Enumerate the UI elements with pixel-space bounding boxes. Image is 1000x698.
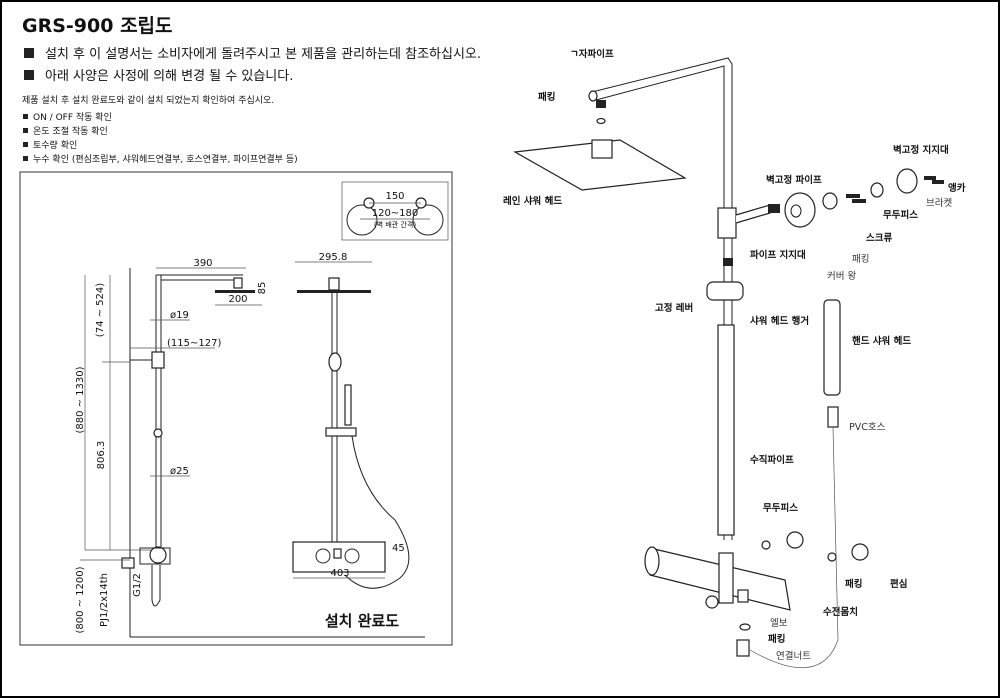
label-packing-eccentric: 패킹 <box>845 578 862 590</box>
label-screw: 스크류 <box>866 233 892 244</box>
dim-outlet: PJ1/2x14th <box>99 573 110 627</box>
installed-view-title: 설치 완료도 <box>325 612 399 630</box>
dim-front-body-height: 45 <box>392 543 405 554</box>
dim-spacing: 150 <box>385 191 404 202</box>
exploded-view <box>513 57 944 669</box>
dim-lower-dia: ø25 <box>170 466 189 477</box>
label-elbow: 엘보 <box>770 618 788 629</box>
label-packing-mid: 패킹 <box>852 253 869 265</box>
label-faucet-body: 수전몸치 <box>823 606 858 618</box>
label-vertical-pipe: 수직파이프 <box>750 454 794 466</box>
bullet-icon <box>24 48 34 58</box>
label-wall-bracket-support: 벽고정 지지대 <box>893 144 949 156</box>
label-fix-lever: 고정 레버 <box>655 302 693 314</box>
check-item: ON / OFF 작동 확인 <box>33 111 112 123</box>
dim-arm-length: 390 <box>193 258 212 269</box>
label-rain-head: 레인 샤워 헤드 <box>503 195 562 207</box>
check-intro: 제품 설치 후 설치 완료도와 같이 설치 되었는지 확인하여 주십시오. <box>22 94 274 106</box>
label-connect-nut: 연결너트 <box>776 651 811 662</box>
bullet-icon <box>24 70 34 80</box>
label-headless-screw-bottom: 무두피스 <box>763 502 798 514</box>
inset-box <box>341 181 449 241</box>
check-item: 토수량 확인 <box>33 139 77 151</box>
part-labels: ㄱ자파이프 패킹 레인 샤워 헤드 벽고정 파이프 벽고정 지지대 앵카 브라켓… <box>503 48 966 662</box>
dim-total-height: (880 ~ 1330) <box>75 366 86 433</box>
dim-front-body-width: 403 <box>330 568 349 579</box>
page-title: GRS-900 조립도 <box>22 15 173 37</box>
dim-floor-height: (800 ~ 1200) <box>75 566 86 633</box>
label-headless-screw-top: 무두피스 <box>883 209 918 221</box>
label-wall-pipe: 벽고정 파이프 <box>766 174 822 186</box>
dim-body-height: 806.3 <box>96 441 107 470</box>
note-2: 아래 사양은 사정에 의해 변경 될 수 있습니다. <box>45 69 293 84</box>
dim-wall-offset: (115~127) <box>167 338 221 349</box>
label-anchor: 앵카 <box>948 182 966 194</box>
dim-range-note: (벽 배관 간격) <box>374 220 416 229</box>
note-1: 설치 후 이 설명서는 소비자에게 돌려주시고 본 제품을 관리하는데 참조하십… <box>45 47 481 62</box>
label-pvc-hose: PVC호스 <box>849 422 886 433</box>
label-packing-bottom: 패킹 <box>768 633 785 645</box>
label-hand-shower: 핸드 샤워 헤드 <box>852 335 911 347</box>
dim-upper-dia: ø19 <box>170 310 189 321</box>
dim-inlet: G1/2 <box>132 573 143 597</box>
label-pipe-support: 파이프 지지대 <box>750 249 806 261</box>
installed-view: 150 120~180 (벽 배관 간격) 390 85 200 ø19 (11… <box>19 171 453 646</box>
check-list: ON / OFF 작동 확인 온도 조절 작동 확인 토수량 확인 누수 확인 … <box>23 111 298 165</box>
label-packing-top: 패킹 <box>538 91 555 103</box>
label-cover-ring: 커버 왕 <box>827 271 856 282</box>
label-l-pipe: ㄱ자파이프 <box>570 48 614 60</box>
dim-head-width: 200 <box>228 294 247 305</box>
dim-range: 120~180 <box>372 208 419 219</box>
dim-upper-adjust: (74 ~ 524) <box>95 283 106 337</box>
label-eccentric: 편심 <box>890 578 907 590</box>
check-item: 온도 조절 작동 확인 <box>33 125 108 137</box>
label-hanger: 샤워 헤드 행거 <box>750 315 809 327</box>
dim-head-height: 85 <box>257 282 268 295</box>
check-item: 누수 확인 (편심조립부, 샤워헤드연결부, 호스연결부, 파이프연결부 등) <box>33 153 298 165</box>
dim-front-head-width: 295.8 <box>319 252 348 263</box>
label-bracket: 브라켓 <box>926 198 952 209</box>
